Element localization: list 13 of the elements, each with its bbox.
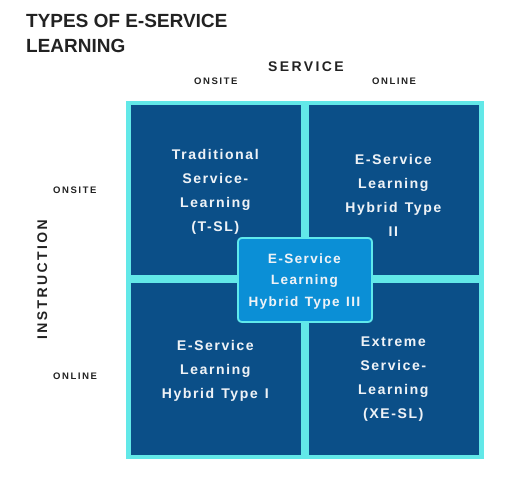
axis-category-label: ONSITE (53, 185, 98, 196)
quadrant-label: Extreme Service-Learning (XE-SL) (357, 332, 431, 423)
overlap-label: E-Service Learning Hybrid Type III (247, 250, 362, 311)
axis-category-label: ONLINE (53, 371, 98, 382)
axis-title: INSTRUCTION (34, 216, 50, 339)
quadrant-label: E-Service Learning Hybrid Type II (344, 150, 444, 241)
axis-category-label: ONLINE (372, 76, 418, 87)
quadrant-label: Traditional Service-Learning (T-SL) (170, 145, 262, 236)
axis-title: SERVICE (268, 58, 346, 74)
diagram-title: TYPES OF E-SERVICE LEARNING (26, 10, 228, 59)
axis-category-label: ONSITE (194, 76, 239, 87)
overlap-box (237, 237, 373, 323)
quadrant-label: E-Service Learning Hybrid Type I (160, 336, 272, 403)
